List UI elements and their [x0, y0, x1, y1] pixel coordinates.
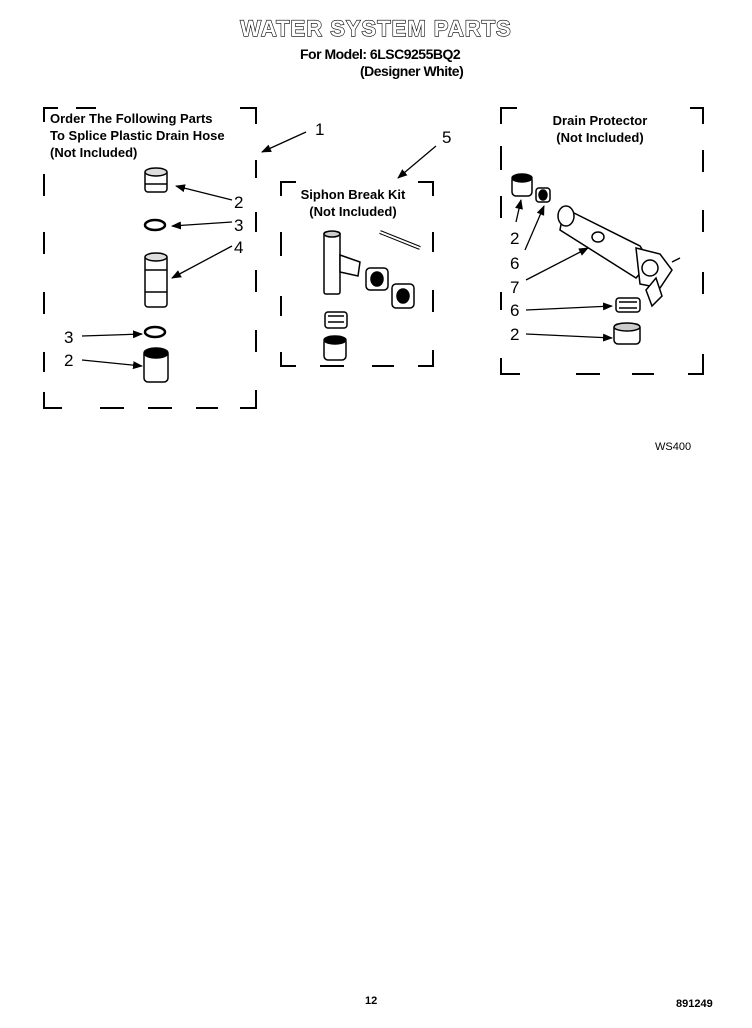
leader-drain-6-upper — [524, 205, 545, 251]
splice-clamp-upper — [143, 218, 167, 232]
leader-2-upper — [175, 184, 233, 201]
leader-4 — [171, 245, 233, 279]
siphon-group-header: Siphon Break Kit (Not Included) — [288, 186, 418, 220]
leader-drain-7 — [525, 247, 589, 281]
drain-nut-upper — [535, 187, 551, 203]
page-title: WATER SYSTEM PARTS — [240, 15, 512, 41]
callout-5: 5 — [442, 128, 452, 147]
siphon-parts — [323, 230, 421, 361]
document-number: 891249 — [676, 998, 713, 1010]
splice-connector-upper — [144, 167, 168, 193]
callout-drain-6-upper: 6 — [510, 254, 520, 273]
siphon-header-line-2: (Not Included) — [309, 204, 397, 219]
splice-clamp-lower — [143, 325, 167, 339]
drain-protector-body — [557, 205, 681, 308]
leader-5 — [397, 145, 437, 179]
siphon-group-frame — [280, 181, 434, 367]
drain-group-header: Drain Protector (Not Included) — [530, 112, 670, 146]
splice-header-line-3: (Not Included) — [50, 145, 138, 160]
leader-3-lower — [81, 330, 143, 339]
color-line: (Designer White) — [360, 63, 464, 79]
siphon-adapter — [391, 283, 415, 309]
splice-header-line-2: To Splice Plastic Drain Hose — [50, 128, 225, 143]
callout-2-lower: 2 — [64, 351, 74, 370]
callout-drain-2-lower: 2 — [510, 325, 520, 344]
splice-group-header: Order The Following Parts To Splice Plas… — [50, 110, 225, 161]
splice-group-frame — [43, 107, 257, 409]
callout-3-upper: 3 — [234, 216, 244, 235]
callout-2-upper: 2 — [234, 193, 244, 212]
drain-parts — [511, 173, 681, 345]
siphon-cap — [323, 335, 347, 361]
siphon-nut — [365, 267, 389, 291]
drain-cap-lower — [613, 322, 641, 345]
splice-connector-lower — [143, 347, 169, 383]
splice-coupler — [144, 252, 168, 308]
drain-washer-lower — [615, 297, 641, 313]
drain-header-line-2: (Not Included) — [556, 130, 644, 145]
model-line: For Model: 6LSC9255BQ2 — [300, 46, 461, 62]
callout-drain-6-lower: 6 — [510, 301, 520, 320]
drain-cap-upper — [511, 173, 533, 197]
siphon-header-line-1: Siphon Break Kit — [300, 187, 406, 202]
siphon-pin — [379, 230, 421, 250]
drain-header-line-1: Drain Protector — [552, 113, 648, 128]
siphon-washer — [324, 311, 348, 329]
page-number: 12 — [365, 995, 378, 1007]
leader-drain-2-upper — [515, 199, 523, 223]
splice-parts — [143, 167, 169, 383]
siphon-tee — [323, 230, 361, 295]
diagram-code: WS400 — [655, 441, 692, 453]
splice-header-line-1: Order The Following Parts — [50, 111, 213, 126]
leader-3-upper — [171, 221, 233, 230]
callout-drain-2-upper: 2 — [510, 229, 520, 248]
leader-1 — [261, 131, 307, 153]
leader-drain-6-lower — [525, 302, 613, 311]
leader-2-lower — [81, 359, 143, 370]
callout-4: 4 — [234, 238, 244, 257]
callout-1: 1 — [315, 120, 325, 139]
callout-3-lower: 3 — [64, 328, 74, 347]
leader-drain-2-lower — [525, 333, 613, 342]
callout-drain-7: 7 — [510, 278, 520, 297]
drain-group-frame — [500, 107, 704, 375]
leader-arrows — [81, 131, 613, 370]
